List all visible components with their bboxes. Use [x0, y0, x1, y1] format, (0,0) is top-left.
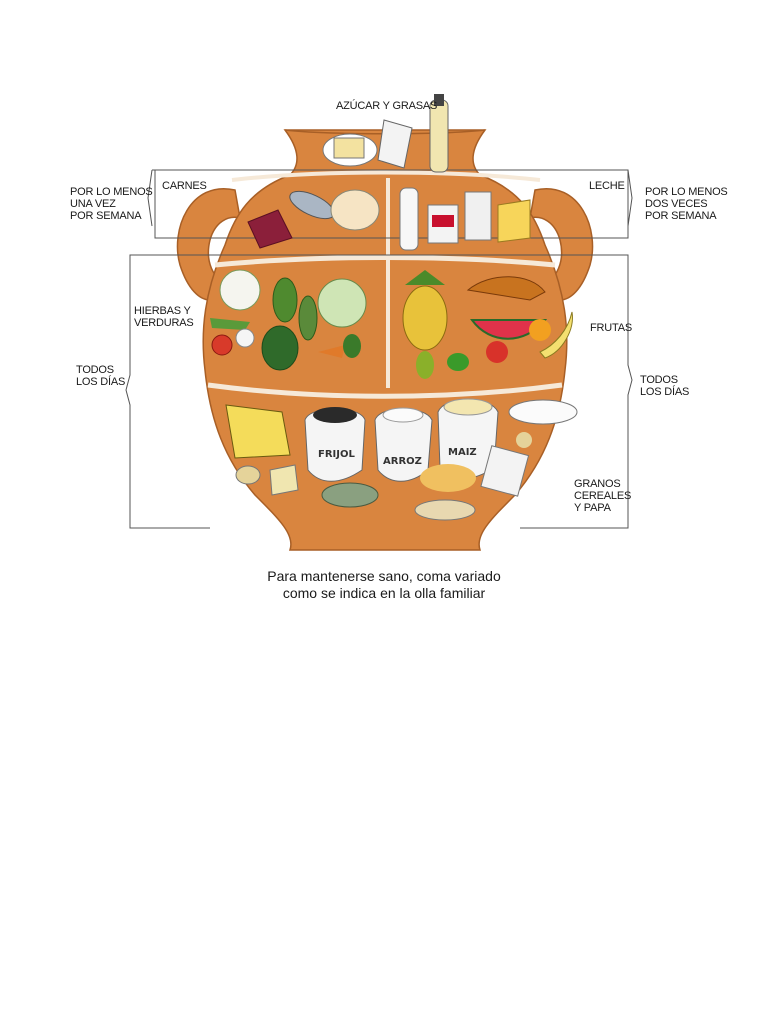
vegetables-label: HIERBAS Y VERDURAS: [134, 305, 194, 329]
caption-line: Para mantenerse sano, coma variado: [267, 568, 501, 584]
caption: Para mantenerse sano, coma variado como …: [0, 568, 768, 602]
frequency-right-mid: TODOS LOS DÍAS: [640, 374, 689, 398]
grain-line: GRANOS: [574, 478, 621, 490]
frequency-left-top: POR LO MENOS UNA VEZ POR SEMANA: [70, 186, 153, 222]
meat-group: [247, 189, 380, 249]
sack-label-maiz: MAIZ: [448, 447, 477, 458]
vegetable-group: [210, 269, 367, 371]
freq-line: LOS DÍAS: [76, 376, 126, 388]
fruits-label: FRUTAS: [590, 322, 632, 334]
meats-label: CARNES: [162, 180, 207, 192]
freq-line: UNA VEZ: [70, 198, 116, 210]
freq-line: POR SEMANA: [645, 210, 717, 222]
sugar-fats-group: [322, 94, 449, 173]
caption-line: como se indica en la olla familiar: [282, 585, 486, 601]
frequency-right-top: POR LO MENOS DOS VECES POR SEMANA: [645, 186, 728, 222]
sack-label-frijol: FRIJOL: [318, 449, 355, 460]
veg-line: VERDURAS: [134, 317, 194, 329]
sack-label-arroz: ARROZ: [383, 456, 422, 467]
freq-line: TODOS: [76, 364, 114, 376]
grain-group: FRIJOL ARROZ MAIZ: [225, 398, 578, 521]
fruit-group: [402, 270, 573, 379]
grain-line: CEREALES: [574, 490, 632, 502]
freq-line: LOS DÍAS: [640, 386, 690, 398]
dairy-label: LECHE: [589, 180, 625, 192]
sugar-fats-label: AZÚCAR Y GRASAS: [336, 100, 438, 112]
veg-line: HIERBAS Y: [134, 305, 191, 317]
grain-line: Y PAPA: [574, 502, 611, 514]
frequency-left-mid: TODOS LOS DÍAS: [76, 364, 125, 388]
freq-line: POR LO MENOS: [645, 186, 728, 198]
freq-line: POR SEMANA: [70, 210, 142, 222]
dairy-group: [399, 187, 531, 251]
freq-line: DOS VECES: [645, 198, 708, 210]
freq-line: POR LO MENOS: [70, 186, 153, 198]
freq-line: TODOS: [640, 374, 678, 386]
grains-label: GRANOS CEREALES Y PAPA: [574, 478, 631, 514]
